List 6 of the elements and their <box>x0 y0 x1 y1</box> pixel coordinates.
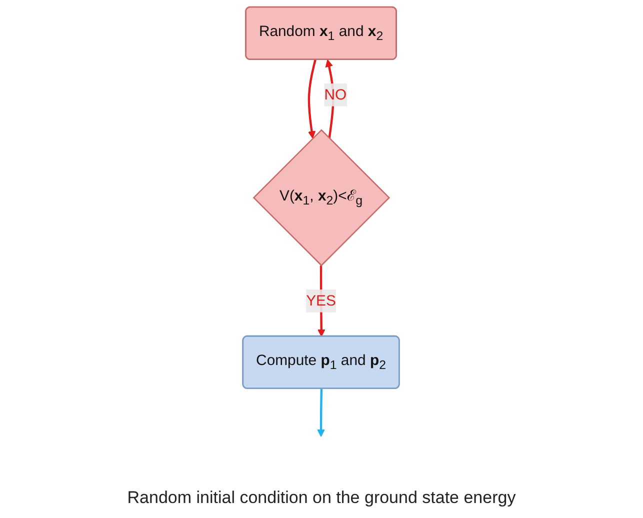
node-diamond: V(x$_{1}$, x$_{2}$)<ℰ$_{g}$ <box>253 129 391 266</box>
arrow <box>318 388 326 437</box>
edge-label: YES <box>306 292 336 309</box>
arrow <box>308 60 317 139</box>
caption: Random initial condition on the ground state energy <box>127 487 516 509</box>
edge-label: NO <box>324 86 348 103</box>
